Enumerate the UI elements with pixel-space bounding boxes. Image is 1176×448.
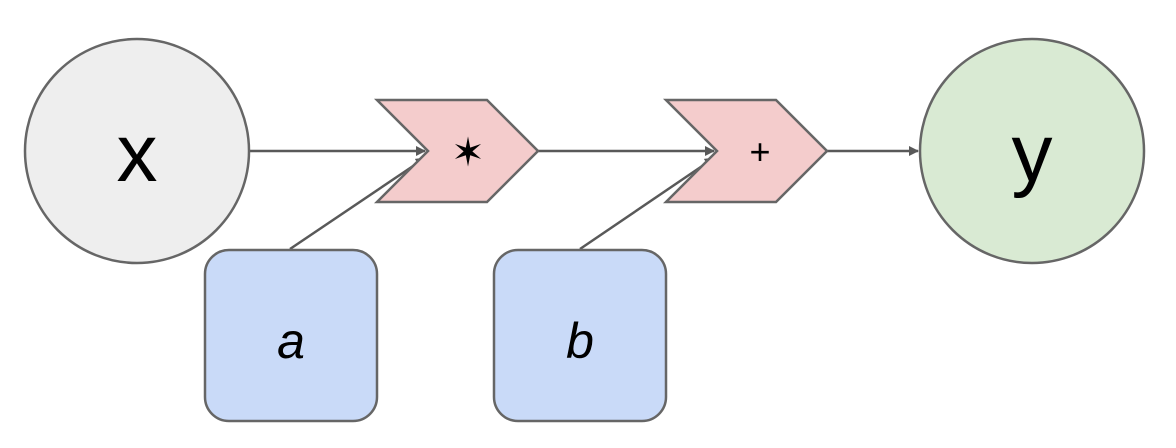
add-chevron [662,98,829,204]
node-b-label: b [566,313,594,369]
node-a: a [203,248,379,423]
node-x: x [23,37,251,265]
node-y-label: y [1012,108,1053,199]
multiply-operator-label: ✶ [451,131,485,175]
edges [250,146,919,251]
edge-a-to-multiply [289,156,426,251]
node-x-label: x [117,108,158,199]
node-b-box [492,248,668,423]
node-y: y [918,37,1146,265]
node-add: + [662,98,829,204]
edge-b-to-add [579,156,715,251]
node-a-box [203,248,379,423]
multiply-chevron [373,98,540,204]
node-b: b [492,248,668,423]
add-operator-label: + [749,131,770,172]
node-multiply: ✶ [373,98,540,204]
node-x-circle [23,37,251,265]
node-y-circle [918,37,1146,265]
node-a-label: a [277,313,305,369]
